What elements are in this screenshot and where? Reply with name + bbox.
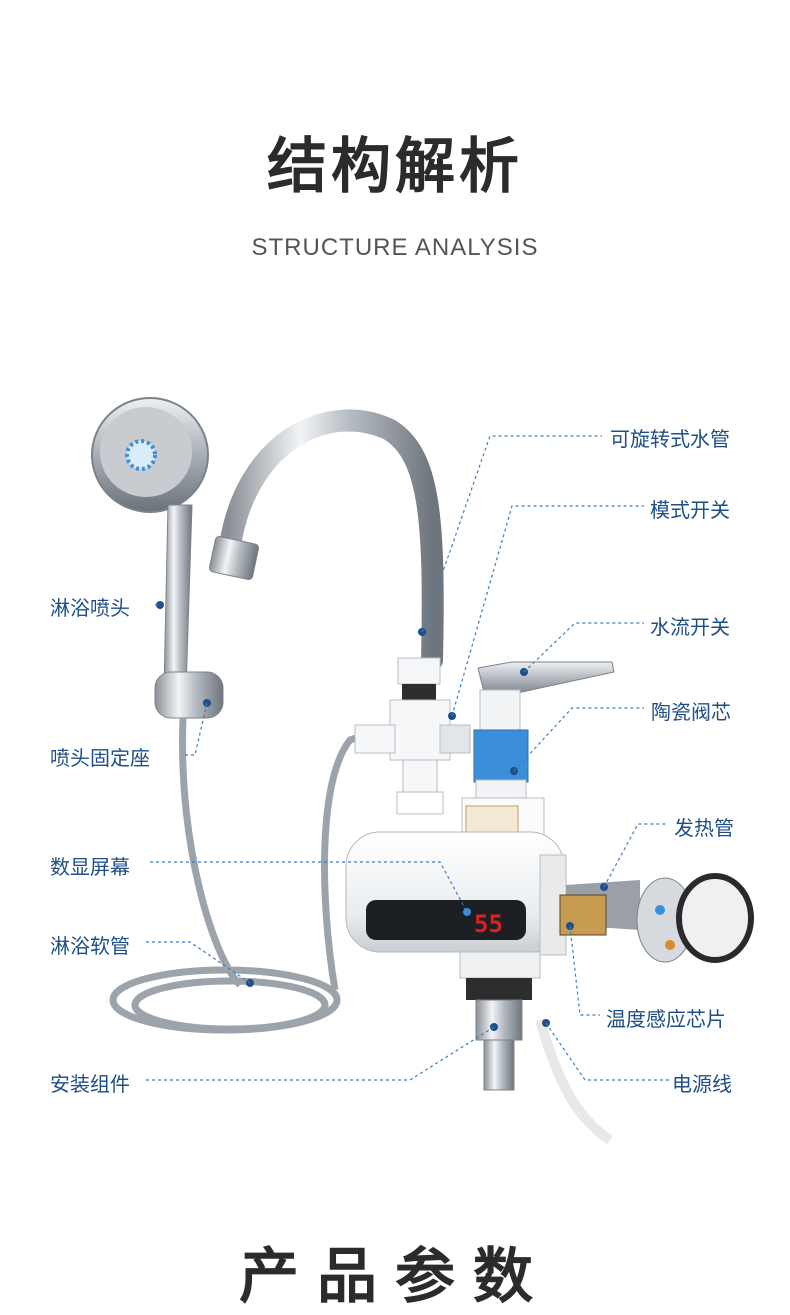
label-mode-switch: 模式开关 [650, 494, 730, 523]
label-digital-display: 数显屏幕 [50, 851, 130, 880]
rotating-spout-illustration [209, 420, 433, 660]
label-rotating-pipe: 可旋转式水管 [610, 423, 730, 452]
label-head-holder: 喷头固定座 [50, 742, 150, 771]
label-shower-head: 淋浴喷头 [50, 592, 130, 621]
shower-head-illustration [92, 398, 208, 690]
label-install-kit: 安装组件 [50, 1068, 130, 1097]
label-flow-switch: 水流开关 [650, 611, 730, 640]
head-holder-illustration [155, 672, 223, 718]
next-section-title: 产品参数 [0, 1228, 790, 1315]
lever-cartridge-illustration [474, 662, 614, 798]
label-power-cord: 电源线 [672, 1068, 732, 1097]
display-readout: 55 [474, 910, 503, 938]
fitting-illustration [355, 658, 470, 814]
heater-body-illustration [346, 798, 610, 1140]
label-temp-chip: 温度感应芯片 [606, 1003, 726, 1032]
label-ceramic-valve: 陶瓷阀芯 [651, 696, 731, 725]
shower-hose-illustration [113, 718, 380, 1030]
label-shower-hose: 淋浴软管 [50, 930, 130, 959]
label-heating-tube: 发热管 [674, 812, 734, 841]
